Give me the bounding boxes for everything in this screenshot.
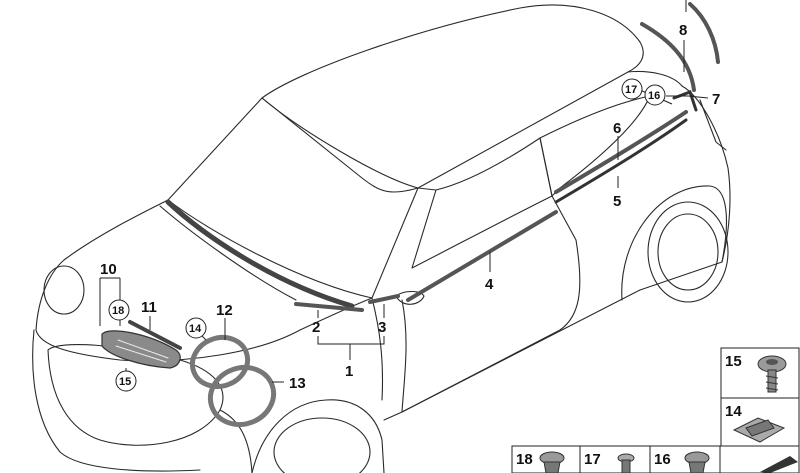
- headlight-left: [43, 265, 85, 315]
- rear-wheel: [647, 201, 729, 303]
- callout-6: 6: [613, 120, 621, 137]
- legend-label-14: 14: [725, 403, 742, 420]
- strip-11: [128, 320, 182, 350]
- wedge-part-icon: [760, 456, 798, 473]
- callout-4: 4: [485, 276, 494, 293]
- hood-outline: [35, 199, 373, 362]
- grille-insert-10-inner: [115, 339, 169, 363]
- callout-15: 15: [119, 376, 131, 388]
- trim-beltline-5: [554, 118, 688, 204]
- callout-3: 3: [378, 319, 386, 336]
- trim-beltline-4: [406, 210, 558, 302]
- grille-insert-10: [101, 330, 181, 369]
- front-wheel: [273, 417, 371, 473]
- trim-windshield-lower: [165, 199, 355, 309]
- door-outline: [401, 195, 581, 413]
- trim-cowl-2: [294, 302, 364, 312]
- callout-circle-18: [108, 299, 130, 321]
- callout-12: 12: [216, 302, 233, 319]
- callout-1: 1: [345, 363, 353, 380]
- callout-17: 17: [625, 84, 637, 96]
- legend-label-15: 15: [725, 353, 742, 370]
- rivet-18-icon: [539, 451, 565, 473]
- front-bumper: [32, 329, 253, 473]
- leader-lines: [99, 0, 709, 383]
- callout-2: 2: [312, 319, 320, 336]
- trim-beltline-6: [554, 110, 688, 194]
- callout-circle-16: [644, 84, 666, 106]
- legend-label-16: 16: [654, 451, 671, 468]
- ring-13: [207, 365, 277, 427]
- sill-line: [383, 289, 641, 421]
- side-mirror: [395, 290, 425, 305]
- callout-7: 7: [712, 91, 720, 108]
- pin-17-icon: [617, 453, 635, 473]
- callout-8: 8: [679, 22, 687, 39]
- callout-14: 14: [189, 323, 202, 335]
- side-window-front: [411, 137, 553, 269]
- callout-16: 16: [648, 90, 660, 102]
- front-fender: [251, 297, 385, 473]
- callout-circle-15: [115, 370, 137, 392]
- callout-circle-17: [621, 78, 643, 100]
- roof-outline: [261, 4, 644, 193]
- trim-roof-8b: [688, 2, 720, 64]
- callout-5: 5: [613, 193, 621, 210]
- rear-wheel-inner: [657, 213, 719, 291]
- rear-light-edge: [699, 99, 727, 151]
- rear-arch: [621, 185, 727, 301]
- ring-12: [189, 334, 251, 390]
- legend-label-18: 18: [516, 451, 533, 468]
- trim-cowl-3: [368, 294, 400, 304]
- roof-rear-edge: [627, 70, 683, 87]
- callout-numbers: 1 2 3 4 5 6 7 8 10 11 12 13 14 15 16 17 …: [100, 22, 720, 392]
- rear-quarter: [639, 85, 731, 291]
- windshield-outline: [167, 97, 419, 299]
- clip-nut-icon: [732, 417, 786, 443]
- screw-icon: [757, 355, 787, 393]
- legend-label-17: 17: [584, 451, 601, 468]
- a-pillar: [417, 187, 437, 191]
- callout-10: 10: [100, 261, 117, 278]
- parts-legend: 15 14 18 17 16: [511, 347, 800, 473]
- callout-13: 13: [289, 375, 306, 392]
- clip-16-icon: [684, 451, 710, 473]
- callout-11: 11: [141, 299, 157, 316]
- legend-box-17: [579, 445, 651, 473]
- callout-circle-14: [185, 317, 207, 339]
- trim-parts: [101, 2, 720, 427]
- hood-crease: [159, 205, 297, 301]
- callout-18: 18: [112, 305, 124, 317]
- car-body-outline: [32, 4, 731, 473]
- trim-roof-8a: [640, 22, 696, 92]
